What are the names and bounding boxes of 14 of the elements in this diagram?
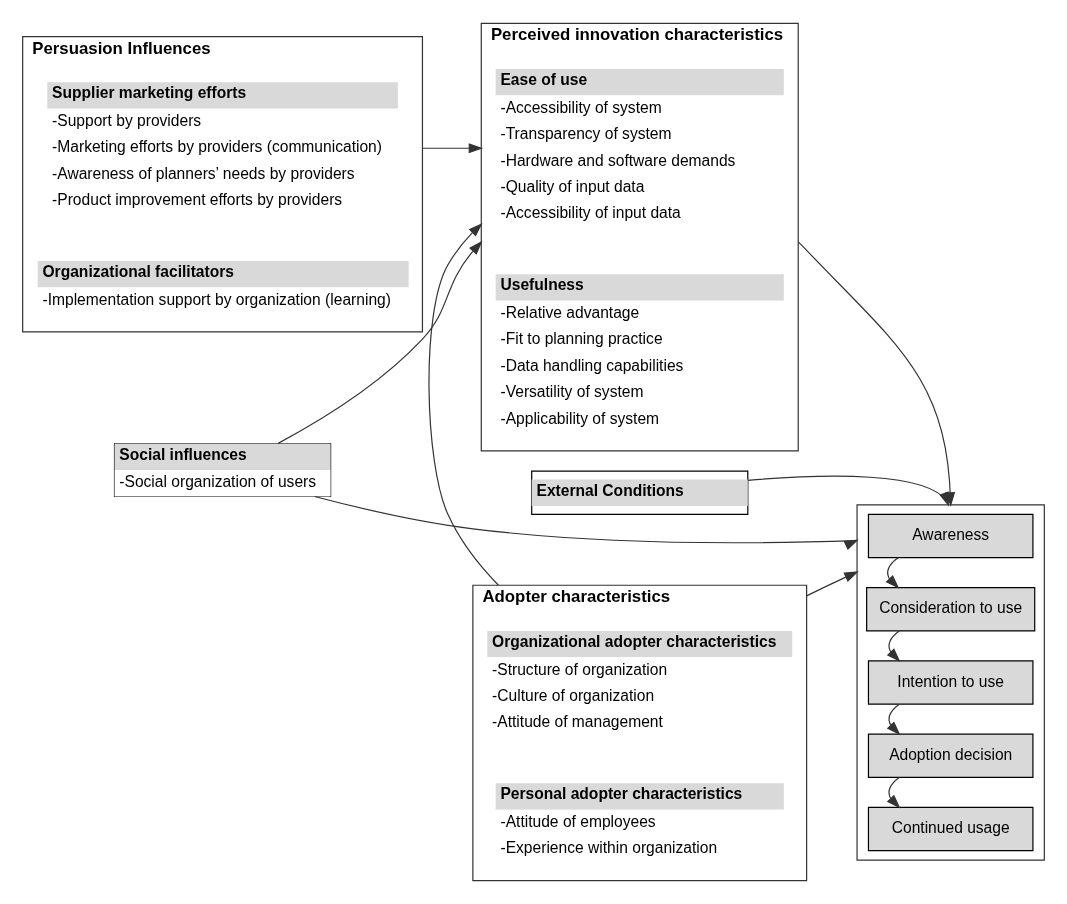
node-label: -Data handling capabilities: [500, 356, 684, 374]
node-label: -Applicability of system: [500, 409, 660, 427]
node-label: -Accessibility of input data: [500, 204, 681, 222]
node-label: -Culture of organization: [492, 686, 655, 704]
node-label: -Versatility of system: [500, 383, 644, 401]
node-label: -Product improvement efforts by providers: [52, 191, 343, 209]
node-label: -Marketing efforts by providers (communication): [52, 138, 382, 156]
node-label: -Awareness of planners’ needs by providers: [52, 164, 355, 182]
node-label: -Hardware and software demands: [500, 151, 736, 169]
node-label: -Quality of input data: [500, 177, 645, 195]
node-label: -Fit to planning practice: [500, 330, 663, 348]
node-label: -Experience within organization: [500, 839, 718, 857]
node-label: -Attitude of management: [492, 713, 663, 731]
node-label: -Transparency of system: [500, 125, 672, 143]
